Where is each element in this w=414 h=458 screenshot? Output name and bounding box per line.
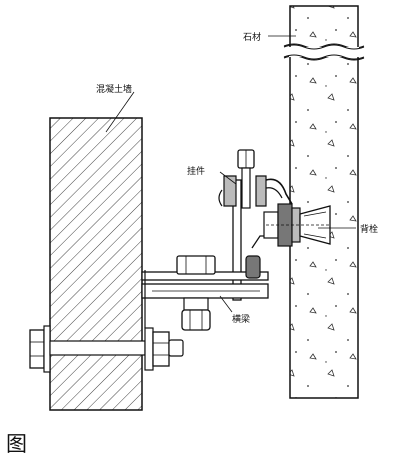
diagram-stage: 混凝土墙 石材 挂件 背栓 横梁 图 [6, 5, 379, 456]
wall-anchor-bolt [29, 270, 184, 373]
leader-lines [105, 35, 356, 313]
installation-diagram [29, 5, 365, 411]
vertical-upright [232, 179, 242, 301]
label-beam: 横梁 [232, 315, 251, 325]
label-back-anchor: 背栓 [360, 225, 379, 235]
label-stone: 石材 [243, 33, 262, 43]
label-concrete-wall: 混凝土墙 [96, 85, 133, 95]
concrete-wall [49, 117, 143, 411]
back-anchor [263, 203, 331, 247]
beam-bolt [176, 255, 216, 331]
hanger-assembly [218, 149, 293, 279]
figure-caption: 图 [6, 432, 27, 456]
stone-panel [283, 5, 365, 399]
label-hanger: 挂件 [187, 167, 206, 177]
